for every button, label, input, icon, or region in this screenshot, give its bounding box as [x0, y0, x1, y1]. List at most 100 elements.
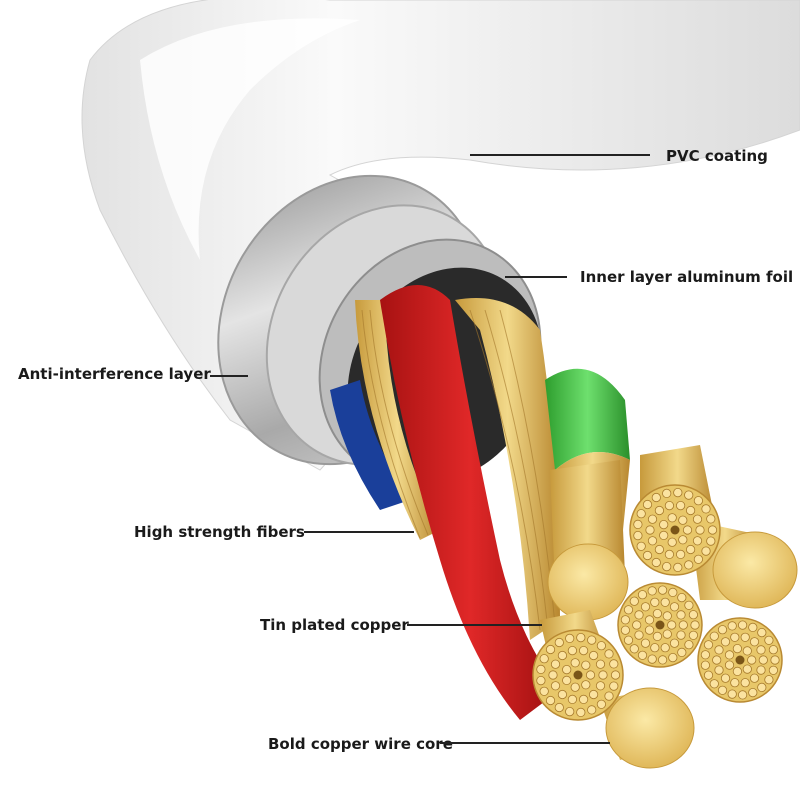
strand-end	[692, 536, 703, 546]
strand-end	[651, 492, 661, 503]
strand-end	[668, 587, 678, 598]
strand-end	[703, 670, 714, 680]
pvc-highlight	[140, 18, 360, 260]
strand-end	[554, 702, 564, 713]
strand-end	[701, 546, 711, 556]
strand-end	[717, 625, 728, 635]
strand-end	[587, 635, 597, 645]
strand-end	[604, 691, 614, 701]
leader-pvc-coating	[470, 154, 650, 156]
strand-end	[550, 681, 561, 691]
strand-end	[642, 499, 653, 510]
strand-end	[748, 687, 758, 698]
strand-end	[623, 635, 634, 645]
strand-end	[637, 650, 648, 660]
strand-end	[747, 655, 757, 665]
strand-end	[727, 689, 737, 699]
strand-end	[636, 509, 646, 519]
strand-end	[685, 505, 696, 516]
strand-end	[660, 597, 670, 607]
strand-end	[749, 637, 760, 647]
strand-end	[657, 655, 668, 665]
strand-end	[539, 654, 549, 664]
strand-end	[714, 645, 724, 655]
strand-end	[664, 549, 675, 560]
strand-end	[640, 638, 651, 648]
strand-end	[578, 645, 589, 656]
label-tin-plated-copper: Tin plated copper	[260, 616, 409, 634]
strand-end	[632, 620, 642, 630]
strand-end	[662, 561, 672, 572]
strand-end	[724, 660, 735, 670]
strand-end	[682, 525, 693, 535]
leader-anti-interference	[210, 375, 248, 377]
strand-end	[536, 664, 546, 675]
strand-end	[758, 655, 768, 665]
strand-end	[595, 659, 606, 669]
strand-end	[662, 611, 672, 621]
strand-end	[669, 638, 680, 648]
strand-end	[684, 490, 694, 500]
strand-end	[757, 682, 767, 693]
strand-end	[709, 631, 719, 641]
label-pvc-coating: PVC coating	[666, 147, 768, 165]
strand-end	[581, 660, 591, 670]
strand-end	[740, 632, 750, 642]
strand-end	[548, 670, 558, 680]
strand-end	[652, 631, 663, 642]
strand-end	[706, 536, 716, 546]
strand-end	[659, 530, 669, 541]
strand-end	[562, 675, 572, 686]
strand-end	[764, 675, 774, 685]
strand-end	[596, 641, 607, 651]
strand-end	[647, 514, 658, 524]
strand-end	[610, 670, 621, 680]
strand-end	[737, 620, 748, 630]
strand-end	[764, 635, 774, 645]
strand-end	[707, 525, 718, 535]
strand-end	[595, 681, 606, 691]
strand-end	[557, 650, 568, 661]
label-high-strength-fibers: High strength fibers	[134, 523, 305, 541]
strand-end	[720, 673, 731, 683]
strand-end	[645, 525, 655, 535]
strand-end	[701, 504, 711, 514]
strand-end	[692, 514, 703, 524]
strand-end	[609, 681, 619, 691]
strand-end	[651, 557, 661, 568]
strand-center	[735, 655, 745, 665]
strand-end	[757, 627, 767, 638]
strand-center	[655, 620, 665, 630]
label-aluminum-foil: Inner layer aluminum foil	[580, 268, 794, 286]
strand-end	[636, 541, 646, 551]
strand-end	[629, 644, 639, 654]
strand-end	[714, 665, 724, 675]
strand-end	[742, 664, 752, 674]
strand-end	[557, 689, 568, 700]
strand-end	[678, 515, 688, 525]
strand-end	[588, 650, 599, 661]
strand-end	[545, 644, 556, 655]
strand-end	[676, 610, 686, 620]
strand-end	[700, 650, 711, 660]
strand-end	[730, 632, 740, 642]
strand-lines	[361, 309, 556, 631]
strand-end	[576, 632, 586, 643]
strand-end	[587, 705, 597, 715]
copper-core-cap-1	[547, 543, 629, 621]
strand-end	[756, 665, 766, 675]
strand-end	[620, 625, 631, 635]
strand-end	[554, 637, 564, 648]
strand-end	[732, 643, 743, 654]
strand-center	[670, 525, 680, 535]
strand-dots	[536, 487, 780, 718]
strand-end	[654, 505, 665, 516]
strand-end	[667, 513, 677, 523]
strand-end	[673, 487, 683, 498]
strand-end	[677, 592, 687, 603]
strand-end	[642, 550, 653, 561]
strand-end	[684, 560, 694, 570]
strand-end	[678, 535, 688, 545]
strand-end	[634, 630, 644, 640]
strand-end	[565, 633, 575, 644]
